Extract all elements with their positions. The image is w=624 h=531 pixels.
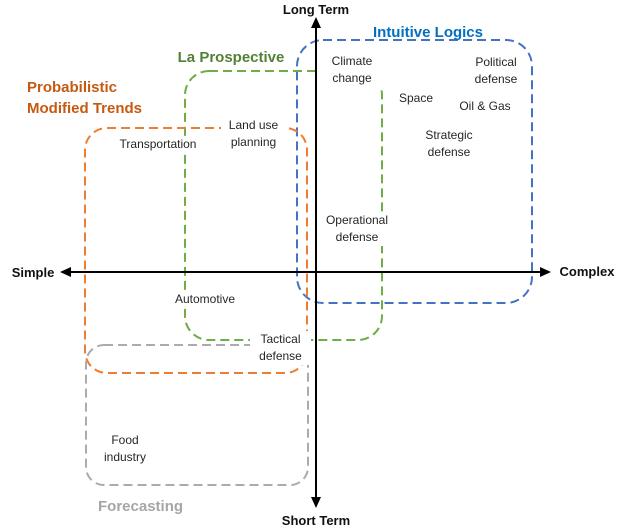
horizontal-axis — [60, 267, 551, 277]
label-land-use-planning: Land use planning — [221, 117, 286, 151]
axis-label-simple: Simple — [11, 265, 55, 280]
label-strategic-defense: Strategic defense — [417, 127, 481, 161]
label-food-industry: Food industry — [95, 432, 155, 466]
vertical-axis — [311, 17, 321, 508]
forecasting-box — [85, 344, 309, 486]
arrow-left-icon — [60, 267, 71, 277]
label-space: Space — [386, 90, 446, 107]
label-transportation: Transportation — [108, 136, 208, 153]
title-forecasting: Forecasting — [98, 498, 184, 515]
axis-label-short-term: Short Term — [281, 513, 351, 528]
label-tactical-defense: Tactical defense — [250, 331, 311, 365]
axis-label-long-term: Long Term — [282, 2, 350, 17]
title-intuitive-logics: Intuitive Logics — [372, 24, 483, 41]
intuitive-logics-box — [296, 39, 533, 304]
arrow-down-icon — [311, 497, 321, 508]
label-political-defense: Political defense — [464, 54, 528, 88]
label-automotive: Automotive — [166, 291, 244, 308]
label-oil-gas: Oil & Gas — [446, 98, 524, 115]
probabilistic-modified-trends-box — [84, 127, 308, 374]
label-operational-defense: Operational defense — [318, 212, 396, 246]
title-probabilistic-modified-trends: Probabilistic Modified Trends — [27, 79, 143, 117]
label-climate-change: Climate change — [320, 53, 384, 87]
axis-label-complex: Complex — [559, 264, 615, 279]
title-la-prospective: La Prospective — [177, 49, 285, 66]
arrow-up-icon — [311, 17, 321, 28]
arrow-right-icon — [540, 267, 551, 277]
